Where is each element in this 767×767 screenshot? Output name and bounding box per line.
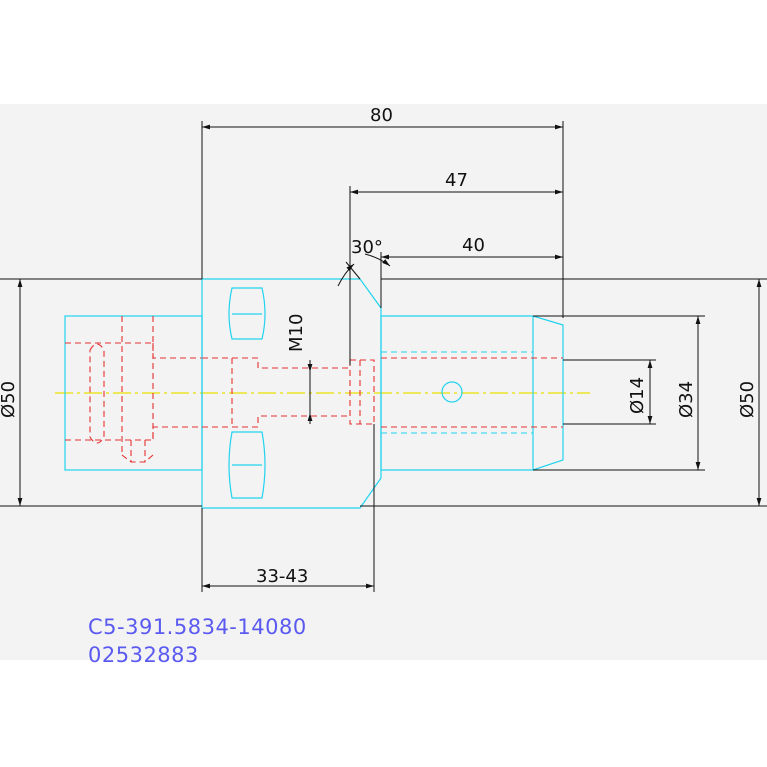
dim-40: 40 bbox=[380, 235, 563, 308]
dim-d50-right: Ø50 bbox=[360, 278, 767, 507]
dim-47: 47 bbox=[349, 170, 563, 365]
dim-40-label: 40 bbox=[462, 235, 485, 256]
dim-angle-label: 30° bbox=[351, 237, 383, 258]
dim-47-label: 47 bbox=[445, 170, 468, 191]
dim-d34-label: Ø34 bbox=[676, 381, 697, 418]
dim-d50-left: Ø50 bbox=[0, 278, 202, 507]
dim-d14: Ø14 bbox=[563, 359, 656, 425]
dim-thread-label: M10 bbox=[286, 314, 307, 352]
dim-80-label: 80 bbox=[370, 105, 393, 126]
dim-d50-right-label: Ø50 bbox=[737, 381, 758, 418]
keyway-bottom bbox=[228, 431, 266, 499]
dim-33-43-label: 33-43 bbox=[256, 566, 308, 587]
dim-d14-label: Ø14 bbox=[627, 377, 648, 414]
spindle bbox=[380, 315, 564, 471]
dim-d50-left-label: Ø50 bbox=[0, 381, 19, 418]
cross-hole bbox=[441, 381, 463, 403]
part-number: 02532883 bbox=[88, 643, 199, 667]
part-code: C5-391.5834-14080 bbox=[88, 615, 307, 639]
dim-angle: 30° bbox=[337, 237, 391, 287]
keyway-top bbox=[228, 287, 266, 340]
dim-thread: M10 bbox=[286, 314, 313, 424]
dim-d34: Ø34 bbox=[533, 315, 705, 471]
dim-33-43: 33-43 bbox=[201, 424, 375, 592]
dim-80: 80 bbox=[201, 105, 564, 318]
drive-slot bbox=[89, 343, 105, 444]
thread-hole bbox=[349, 359, 375, 425]
drawing-area bbox=[0, 104, 767, 660]
